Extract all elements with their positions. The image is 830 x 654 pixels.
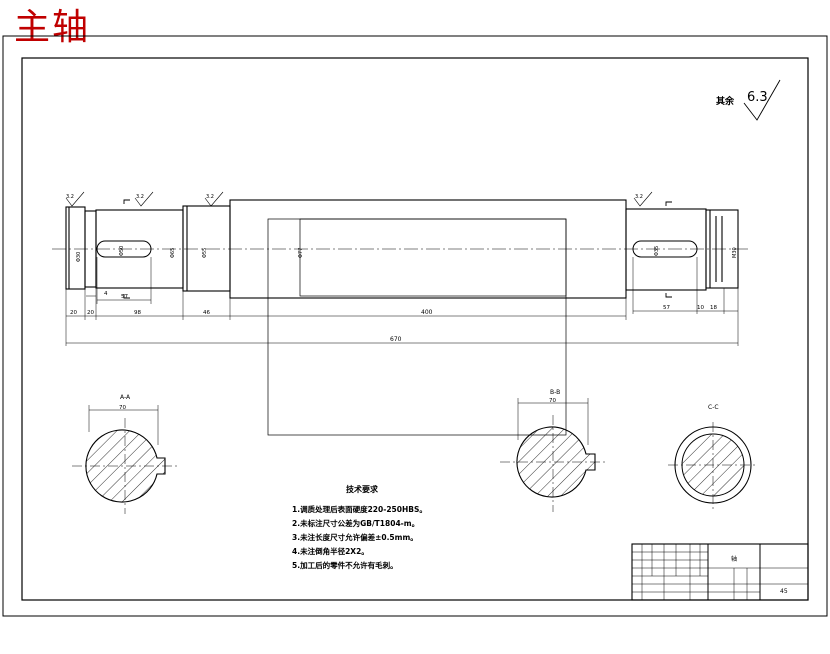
keyway-left <box>96 240 152 258</box>
section-a-width: 70 <box>119 405 126 411</box>
diameter-5: Φ77 <box>298 248 304 258</box>
roughness-value: 6.3 <box>747 90 768 105</box>
dimension-seg-6: 10 <box>697 305 704 311</box>
construction-box-upper <box>299 218 567 297</box>
dimension-mid: 400 <box>421 309 433 316</box>
title-block-part-name: 轴 <box>731 555 737 563</box>
surface-mark-3: 3.2 <box>206 194 214 200</box>
tech-requirement-2: 2.未标注尺寸公差为GB/T1804-m。 <box>292 519 420 528</box>
title-block-material: 45 <box>780 588 788 595</box>
section-a-label: A-A <box>120 394 131 401</box>
dimension-seg-5: 57 <box>663 305 670 311</box>
diameter-2: Φ50 <box>119 246 125 256</box>
roughness-symbol-icon <box>743 79 781 121</box>
section-cut-markers <box>123 199 672 299</box>
surface-mark-2: 3.2 <box>136 194 144 200</box>
surface-mark-1: 3.2 <box>66 194 74 200</box>
tech-requirement-1: 1.调质处理后表面硬度220-250HBS。 <box>292 505 427 514</box>
dimension-seg-7: 18 <box>710 305 717 311</box>
section-c-label: C-C <box>708 404 719 411</box>
title-block <box>631 543 809 601</box>
diameter-3: Φ65 <box>170 248 176 258</box>
section-a-view: A-A 70 <box>72 394 178 514</box>
outer-border <box>2 35 828 617</box>
roughness-label: 其余 <box>716 95 735 107</box>
section-b-width: 70 <box>549 398 556 404</box>
surface-mark-4: 3.2 <box>635 194 643 200</box>
section-b-view: B-B 70 <box>500 389 605 512</box>
tech-requirement-5: 5.加工后的零件不允许有毛刺。 <box>292 561 398 570</box>
section-b-label: B-B <box>550 389 560 396</box>
tech-requirement-3: 3.未注长度尺寸允许偏差±0.5mm。 <box>292 533 418 542</box>
technical-requirements: 技术要求 1.调质处理后表面硬度220-250HBS。 2.未标注尺寸公差为GB… <box>292 484 427 573</box>
diameter-6: Φ35 <box>654 246 660 256</box>
extension-lines <box>65 257 739 346</box>
construction-box-lower <box>267 218 567 436</box>
dimension-key-offset: 4 <box>104 291 108 297</box>
page-title: 主轴 <box>14 7 91 48</box>
dimension-seg-3: 98 <box>134 310 141 316</box>
diameter-7: M30 <box>732 247 738 258</box>
dimension-seg-4: 46 <box>203 310 210 316</box>
keyway-right <box>632 240 698 258</box>
dimension-overall: 670 <box>390 336 402 343</box>
tech-requirements-heading: 技术要求 <box>346 485 378 494</box>
dimension-seg-2: 20 <box>87 310 94 316</box>
diameter-1: Φ30 <box>76 252 82 262</box>
dimension-lines <box>66 295 738 344</box>
dimension-key-length: 57 <box>121 294 128 300</box>
tech-requirement-4: 4.未注倒角半径2X2。 <box>292 547 369 556</box>
diameter-4: Φ55 <box>202 248 208 258</box>
surface-mark-icons <box>65 191 653 207</box>
section-c-view: C-C <box>668 404 758 512</box>
shaft-outline <box>65 199 739 299</box>
inner-frame <box>21 57 809 601</box>
dimension-seg-1: 20 <box>70 310 77 316</box>
